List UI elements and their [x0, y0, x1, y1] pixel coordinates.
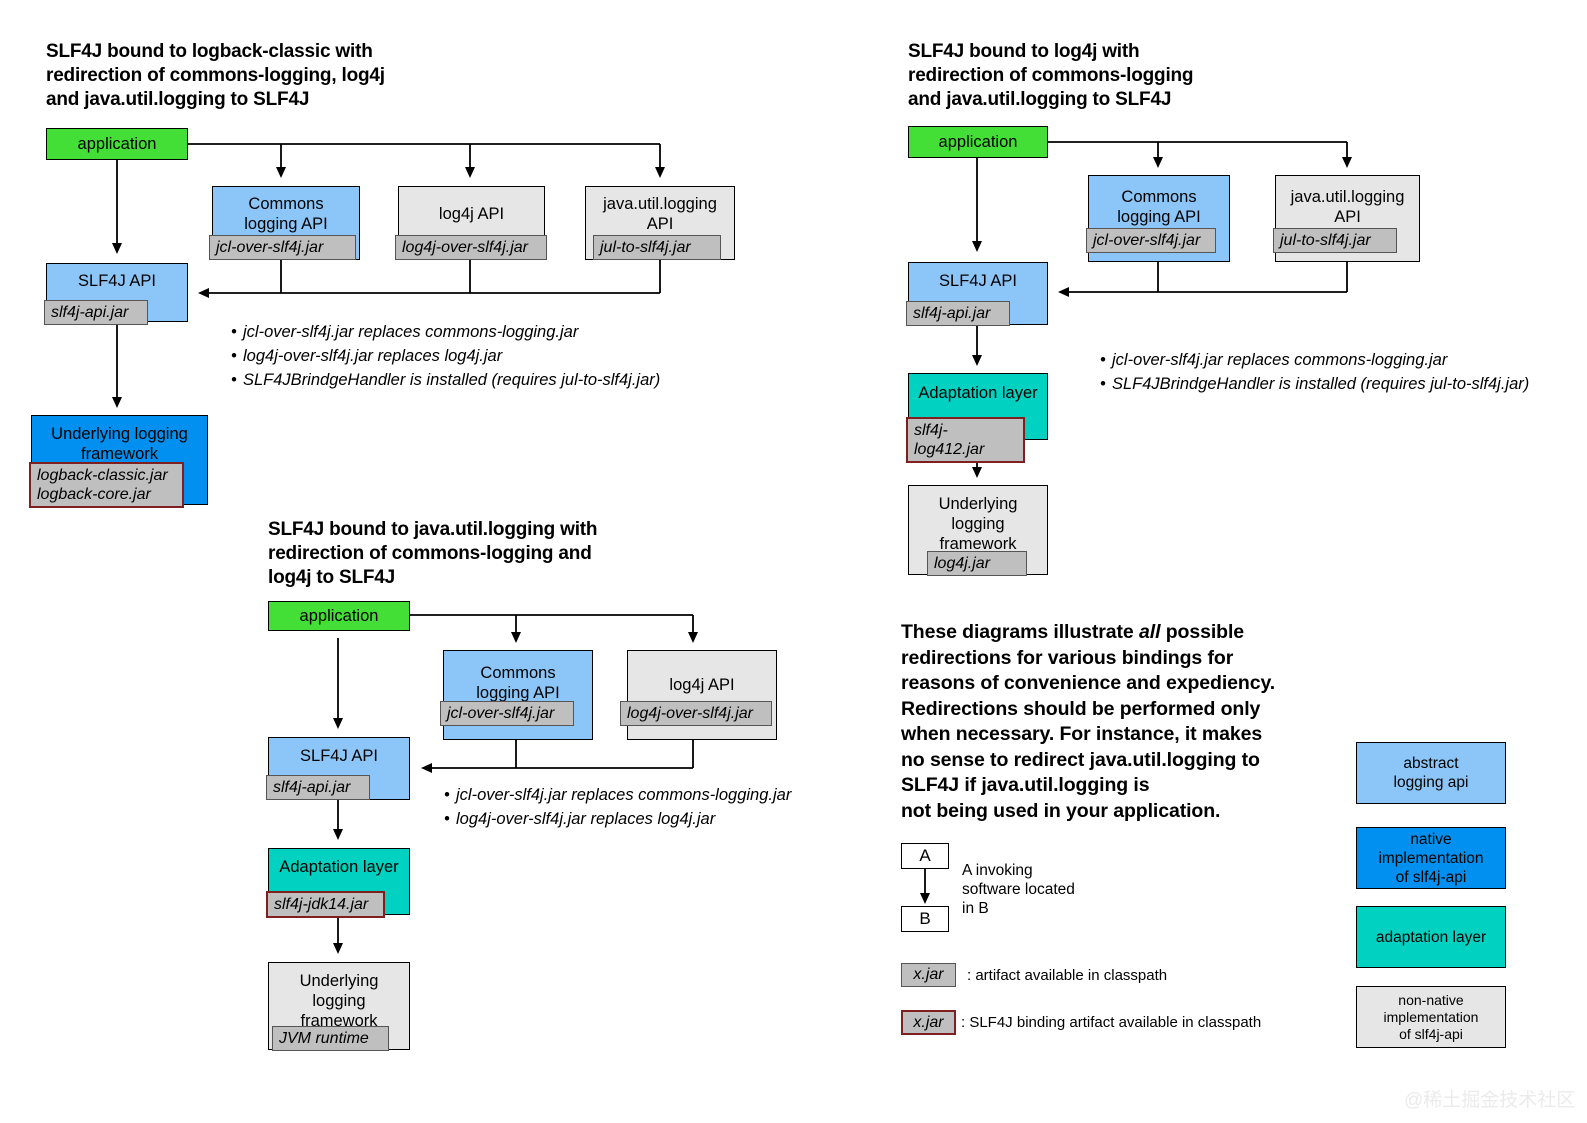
- legend-arrow-caption: A invoking software located in B: [962, 862, 1075, 917]
- d2-jcl-over-slf4j-jar: jcl-over-slf4j.jar: [1086, 228, 1216, 253]
- d3-note-0: jcl-over-slf4j.jar replaces commons-logg…: [444, 783, 791, 807]
- d2-slf4j-api-label: SLF4J API: [939, 272, 1017, 290]
- d1-jcl-over-slf4j-jar: jcl-over-slf4j.jar: [209, 235, 356, 260]
- legend-artifact-caption: : artifact available in classpath: [967, 967, 1168, 984]
- explanation-emphasis: all: [1139, 621, 1161, 643]
- d3-commons-logging-api-box[interactable]: Commons logging API: [443, 650, 593, 740]
- d2-adaptation-layer-label: Adaptation layer: [918, 384, 1038, 402]
- d2-log4j-jar: log4j.jar: [927, 551, 1027, 576]
- explanation-part2: possible redirections for various bindin…: [901, 621, 1276, 822]
- d2-note-0: jcl-over-slf4j.jar replaces commons-logg…: [1100, 348, 1529, 372]
- d1-logback-jars: logback-classic.jar logback-core.jar: [29, 462, 184, 508]
- d3-application-label: application: [299, 607, 379, 625]
- d3-slf4j-api-jar: slf4j-api.jar: [266, 775, 370, 800]
- d1-note-1: log4j-over-slf4j.jar replaces log4j.jar: [231, 344, 660, 368]
- d3-slf4j-jdk14-jar: slf4j-jdk14.jar: [266, 891, 385, 918]
- d3-underlying-framework-label: Underlying logging framework: [299, 972, 379, 1030]
- d3-application-box[interactable]: application: [268, 601, 410, 631]
- explanation-paragraph: These diagrams illustrate all possible r…: [901, 620, 1331, 824]
- legend-color-native-implementation-label: native implementation of slf4j-api: [1378, 830, 1484, 886]
- legend-node-b-label: B: [919, 909, 931, 928]
- d2-commons-logging-api-label: Commons logging API: [1117, 188, 1201, 226]
- legend-color-abstract-logging-api: abstract logging api: [1356, 742, 1506, 804]
- diagram2-title: SLF4J bound to log4j with redirection of…: [908, 41, 1194, 110]
- d3-log4j-over-slf4j-jar: log4j-over-slf4j.jar: [620, 701, 772, 726]
- legend-binding-jar: x.jar: [901, 1010, 956, 1035]
- d1-jul-api-label: java.util.logging API: [603, 195, 717, 233]
- legend-color-adaptation-layer-label: adaptation layer: [1375, 928, 1487, 946]
- d1-slf4j-api-jar: slf4j-api.jar: [44, 300, 148, 325]
- d2-slf4j-api-jar: slf4j-api.jar: [906, 301, 1010, 326]
- d1-notes: jcl-over-slf4j.jar replaces commons-logg…: [231, 320, 660, 392]
- legend-color-adaptation-layer: adaptation layer: [1356, 906, 1506, 968]
- legend-color-abstract-logging-api-label: abstract logging api: [1393, 755, 1469, 791]
- d2-slf4j-log412-jar: slf4j-log412.jar: [906, 417, 1025, 463]
- legend-node-a-label: A: [919, 846, 931, 865]
- legend-color-non-native-implementation: non-native implementation of slf4j-api: [1356, 986, 1506, 1048]
- d3-slf4j-api-label: SLF4J API: [300, 747, 378, 765]
- d1-commons-logging-api-label: Commons logging API: [244, 195, 328, 233]
- d2-underlying-framework-label: Underlying logging framework: [938, 495, 1018, 553]
- d2-application-box[interactable]: application: [908, 126, 1048, 158]
- d1-application-box[interactable]: application: [46, 128, 188, 160]
- d3-commons-logging-api-label: Commons logging API: [476, 664, 560, 702]
- d3-note-1: log4j-over-slf4j.jar replaces log4j.jar: [444, 807, 791, 831]
- diagram1-title: SLF4J bound to logback-classic with redi…: [46, 41, 385, 110]
- d2-application-label: application: [938, 133, 1018, 151]
- legend-node-b: B: [901, 906, 949, 932]
- d1-underlying-framework-label: Underlying logging framework: [51, 425, 188, 463]
- d1-log4j-api-label: log4j API: [438, 205, 505, 223]
- d1-log4j-over-slf4j-jar: log4j-over-slf4j.jar: [395, 235, 547, 260]
- explanation-part1: These diagrams illustrate: [901, 621, 1139, 643]
- d2-notes: jcl-over-slf4j.jar replaces commons-logg…: [1100, 348, 1529, 396]
- d1-slf4j-api-label: SLF4J API: [78, 272, 156, 290]
- d1-note-2: SLF4JBrindgeHandler is installed (requir…: [231, 368, 660, 392]
- d3-adaptation-layer-label: Adaptation layer: [279, 858, 399, 876]
- d1-note-0: jcl-over-slf4j.jar replaces commons-logg…: [231, 320, 660, 344]
- d3-log4j-api-label: log4j API: [669, 676, 735, 694]
- d1-jul-to-slf4j-jar: jul-to-slf4j.jar: [593, 235, 721, 260]
- diagram3-title: SLF4J bound to java.util.logging with re…: [268, 519, 598, 588]
- d1-application-label: application: [77, 135, 157, 153]
- d2-jul-api-label: java.util.logging API: [1290, 188, 1405, 226]
- d2-note-1: SLF4JBrindgeHandler is installed (requir…: [1100, 372, 1529, 396]
- legend-node-a: A: [901, 843, 949, 869]
- legend-color-native-implementation: native implementation of slf4j-api: [1356, 827, 1506, 889]
- d3-jvm-runtime-jar: JVM runtime: [272, 1026, 389, 1051]
- watermark: @稀土掘金技术社区: [1404, 1090, 1576, 1111]
- d3-notes: jcl-over-slf4j.jar replaces commons-logg…: [444, 783, 791, 831]
- d3-jcl-over-slf4j-jar: jcl-over-slf4j.jar: [440, 701, 574, 726]
- legend-artifact-jar: x.jar: [901, 963, 956, 987]
- legend-color-non-native-implementation-label: non-native implementation of slf4j-api: [1383, 991, 1479, 1042]
- legend-binding-caption: : SLF4J binding artifact available in cl…: [961, 1014, 1262, 1031]
- d3-log4j-api-box[interactable]: log4j API: [627, 650, 777, 740]
- d2-jul-to-slf4j-jar: jul-to-slf4j.jar: [1273, 228, 1397, 253]
